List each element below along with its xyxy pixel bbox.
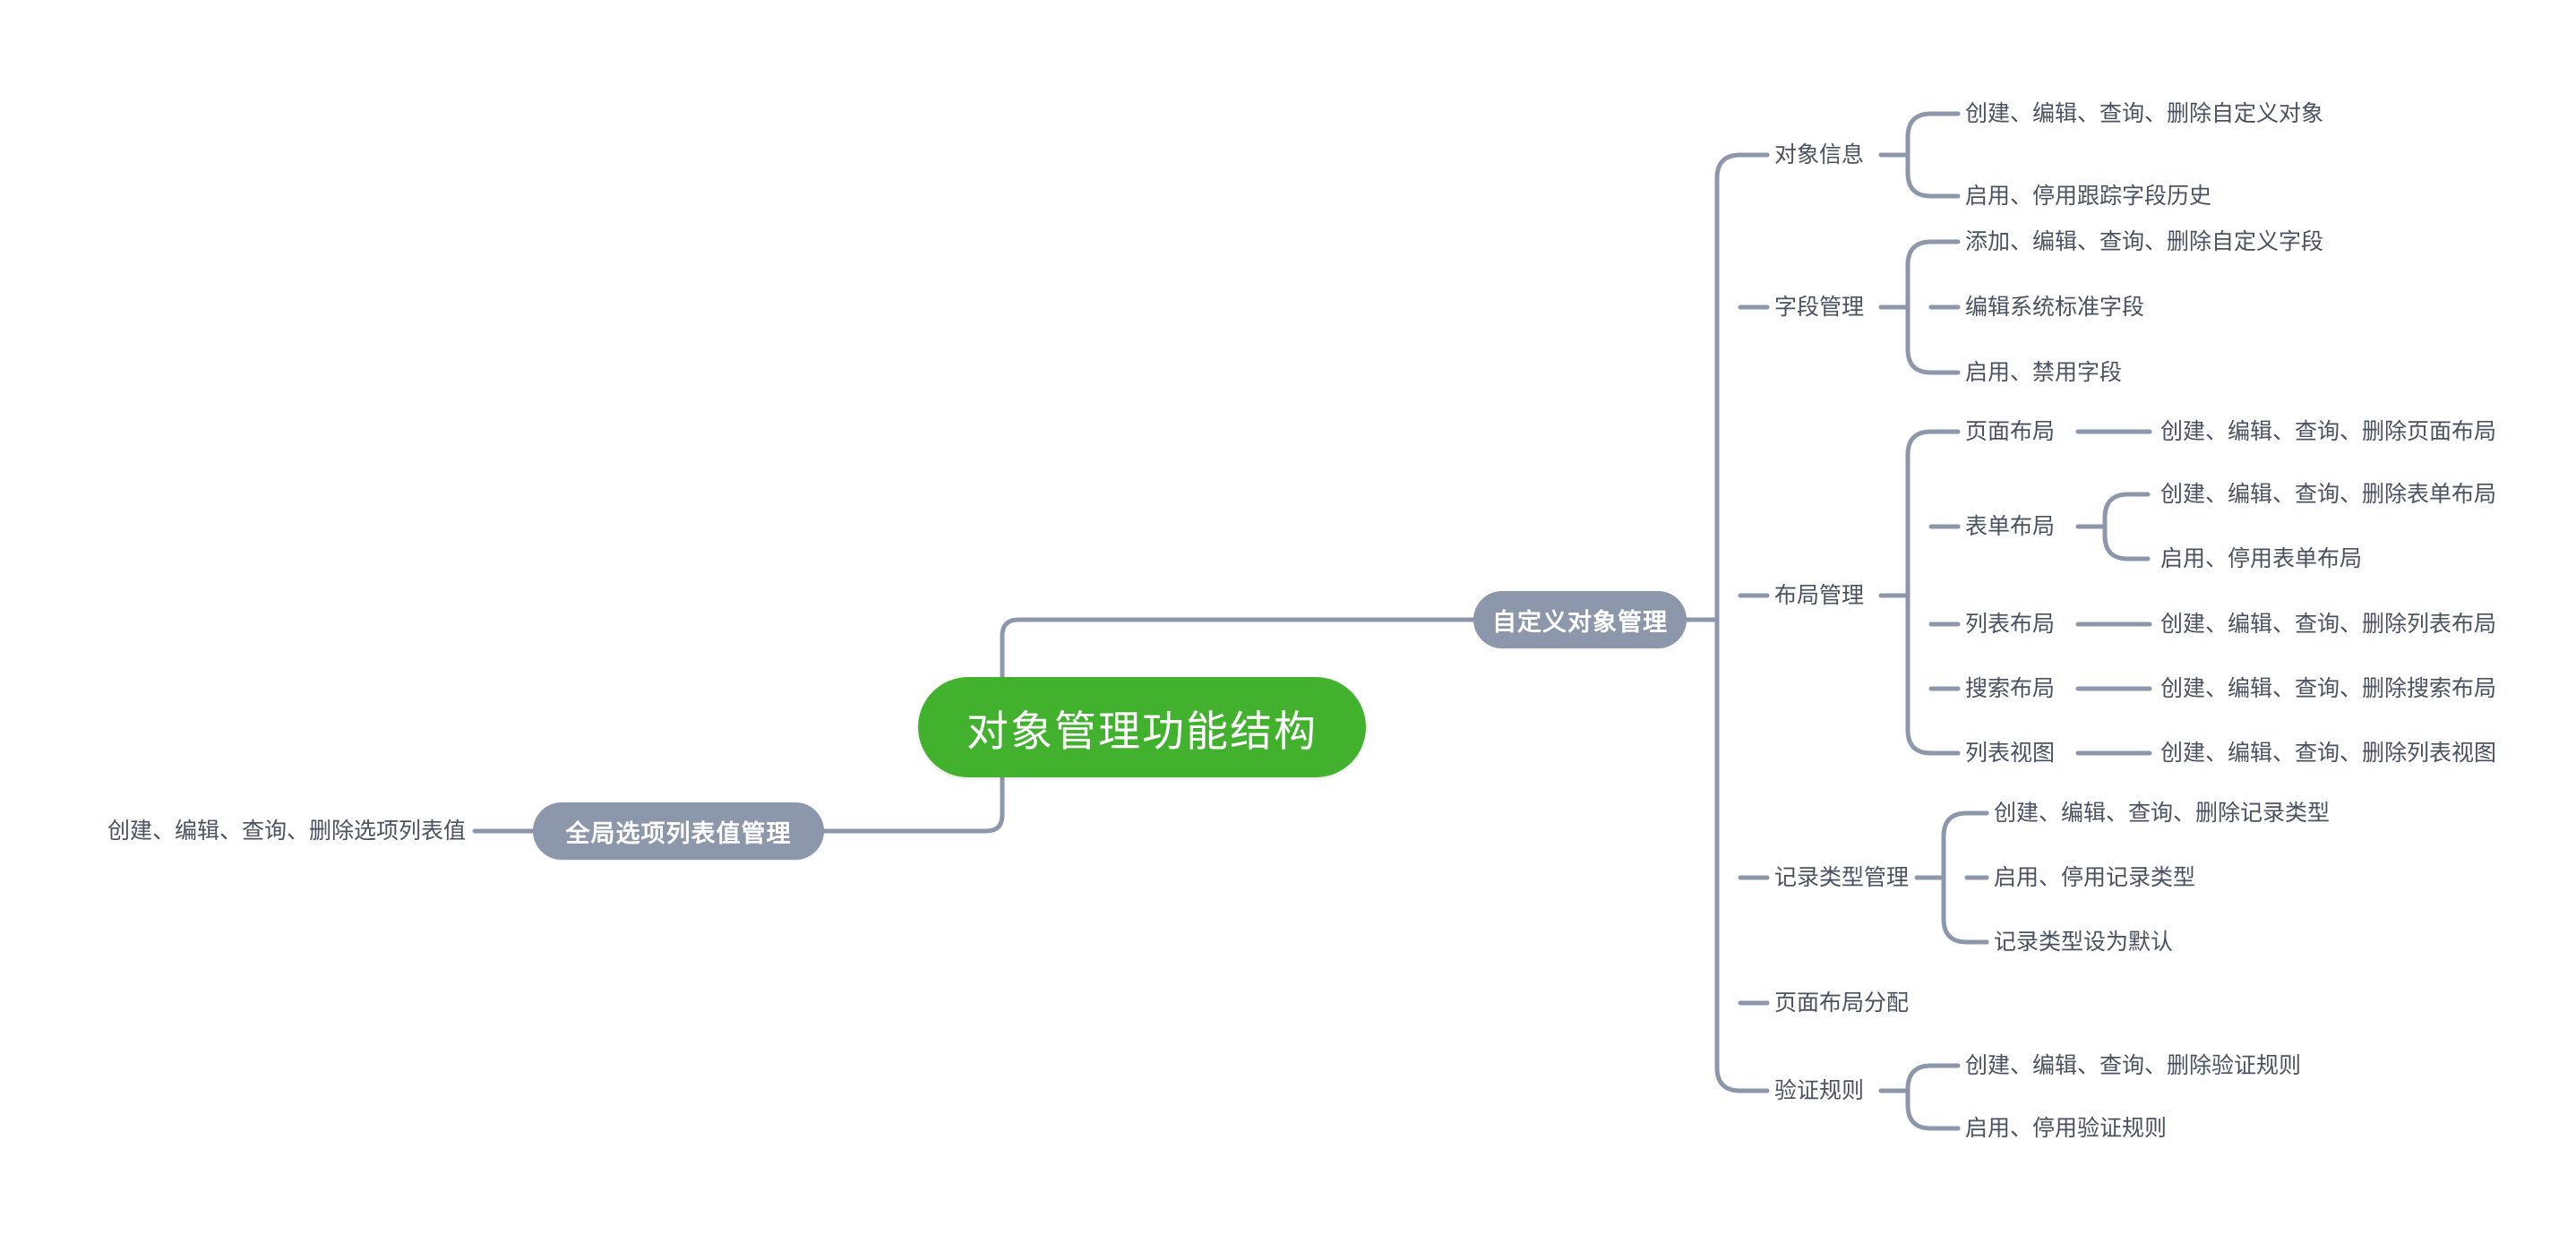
root-node[interactable]: 对象管理功能结构 — [918, 677, 1366, 777]
leaf-list-layout-0[interactable]: 创建、编辑、查询、删除列表布局 — [2160, 611, 2497, 637]
leaf-field-management-1[interactable]: 编辑系统标准字段 — [1965, 294, 2145, 320]
bracket-objinfo — [1905, 111, 1934, 199]
leaf-page-layout-0[interactable]: 创建、编辑、查询、删除页面布局 — [2160, 418, 2497, 444]
bracket-rectype — [1941, 810, 1970, 945]
leaf-record-type-0[interactable]: 创建、编辑、查询、删除记录类型 — [1994, 800, 2331, 826]
leaf-record-type-2[interactable]: 记录类型设为默认 — [1994, 929, 2174, 955]
leaf-global-picklist-0[interactable]: 创建、编辑、查询、删除选项列表值 — [107, 818, 466, 844]
node-field-management[interactable]: 字段管理 — [1774, 294, 1865, 320]
bracket-formlayout — [2102, 492, 2131, 561]
leaf-validation-rule-1[interactable]: 启用、停用验证规则 — [1965, 1115, 2168, 1141]
leaf-validation-rule-0[interactable]: 创建、编辑、查询、删除验证规则 — [1965, 1052, 2302, 1078]
node-list-view[interactable]: 列表视图 — [1965, 740, 2056, 766]
node-page-layout[interactable]: 页面布局 — [1965, 418, 2056, 444]
leaf-field-management-0[interactable]: 添加、编辑、查询、删除自定义字段 — [1965, 228, 2324, 254]
branch-node-global-picklist[interactable]: 全局选项列表值管理 — [533, 802, 824, 860]
leaf-record-type-1[interactable]: 启用、停用记录类型 — [1994, 864, 2196, 890]
node-list-layout[interactable]: 列表布局 — [1965, 611, 2056, 637]
branch-node-custom-object[interactable]: 自定义对象管理 — [1473, 591, 1687, 648]
leaf-object-info-1[interactable]: 启用、停用跟踪字段历史 — [1965, 183, 2212, 209]
node-object-info[interactable]: 对象信息 — [1774, 141, 1865, 167]
bracket-layout — [1905, 429, 1934, 756]
leaf-form-layout-1[interactable]: 启用、停用表单布局 — [2160, 545, 2363, 571]
node-layout-management[interactable]: 布局管理 — [1774, 582, 1865, 608]
leaf-field-management-2[interactable]: 启用、禁用字段 — [1965, 359, 2123, 385]
node-form-layout[interactable]: 表单布局 — [1965, 513, 2056, 539]
leaf-object-info-0[interactable]: 创建、编辑、查询、删除自定义对象 — [1965, 100, 2324, 126]
node-search-layout[interactable]: 搜索布局 — [1965, 675, 2056, 701]
leaf-search-layout-0[interactable]: 创建、编辑、查询、删除搜索布局 — [2160, 675, 2497, 701]
link-root-to-left-pill — [821, 775, 1005, 834]
leaf-form-layout-0[interactable]: 创建、编辑、查询、删除表单布局 — [2160, 481, 2497, 507]
node-validation-rule[interactable]: 验证规则 — [1774, 1077, 1865, 1103]
node-page-layout-assignment[interactable]: 页面布局分配 — [1774, 990, 1910, 1016]
bracket-field — [1905, 239, 1934, 375]
spine-level2 — [1714, 152, 1743, 1093]
link-root-to-right-pill — [1000, 617, 1476, 712]
node-record-type-management[interactable]: 记录类型管理 — [1774, 864, 1910, 890]
bracket-valrule — [1905, 1063, 1934, 1131]
leaf-list-view-0[interactable]: 创建、编辑、查询、删除列表视图 — [2160, 740, 2497, 766]
